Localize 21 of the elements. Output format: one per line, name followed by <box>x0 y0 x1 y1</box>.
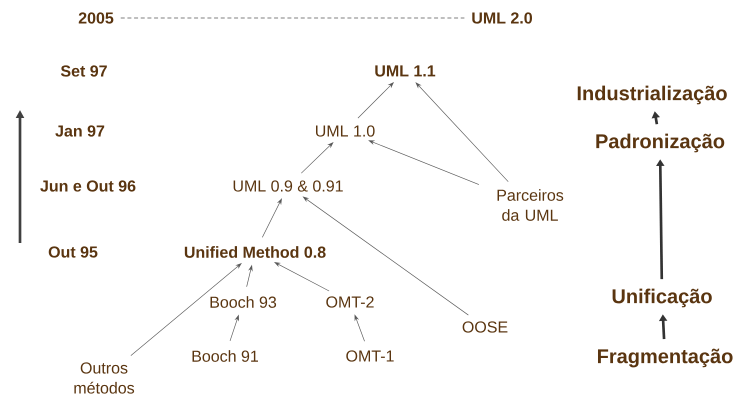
node-label: OMT-1 <box>346 350 394 362</box>
node-label: Booch 93 <box>210 296 276 308</box>
node-label: Unified Method 0.8 <box>184 246 326 258</box>
node-label: UML 2.0 <box>472 12 532 24</box>
node-label: 2005 <box>78 12 114 24</box>
node-label: Industrialização <box>578 86 727 104</box>
date-label: Out 95 <box>48 246 98 258</box>
node-label: UML 0.9 & 0.91 <box>234 180 343 192</box>
node-label: OOSE <box>462 321 508 333</box>
date-label: Jun e Out 96 <box>40 180 136 192</box>
node-label: Padronização <box>596 134 724 152</box>
node-label: OMT-2 <box>326 296 374 308</box>
node-label: Fragmentação <box>598 348 733 368</box>
node-label: Outros métodos <box>74 362 134 394</box>
node-label: UML 1.0 <box>316 125 375 137</box>
node-label: UML 1.1 <box>375 65 436 77</box>
node-label: Parceiros da UML <box>498 189 564 221</box>
node-label: Booch 91 <box>192 350 258 362</box>
date-label: Set 97 <box>60 65 107 77</box>
node-label: Unificação <box>612 288 712 308</box>
date-label: Jan 97 <box>55 125 104 137</box>
